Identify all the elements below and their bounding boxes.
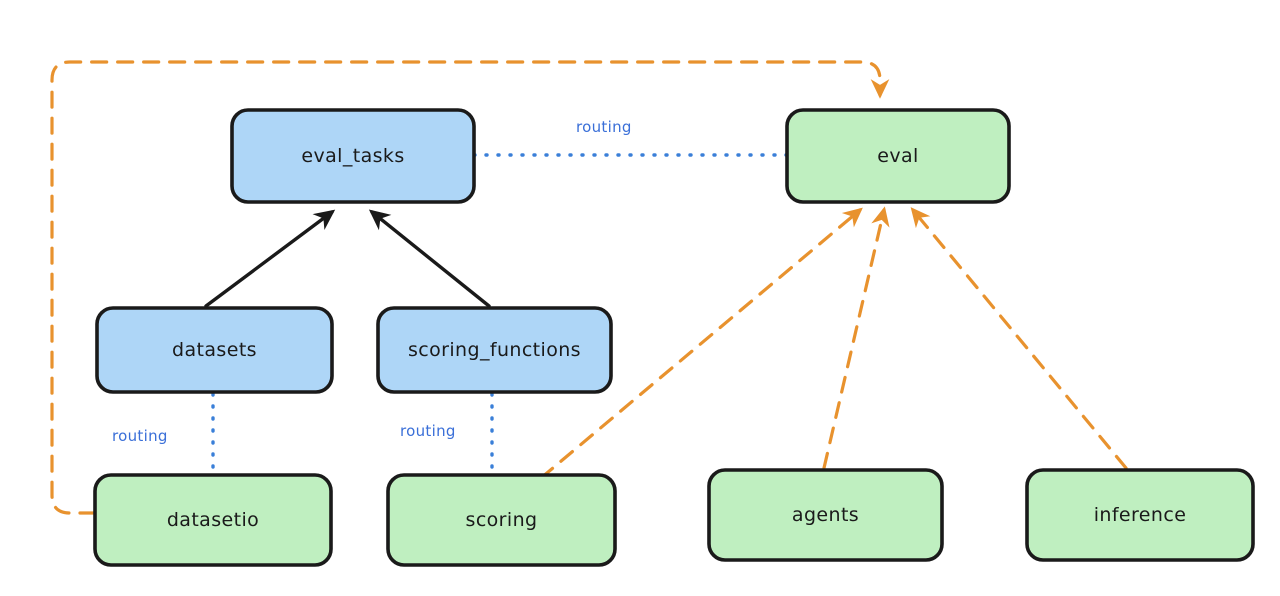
node-inference[interactable] [1025, 468, 1255, 562]
edge-agents-eval [822, 206, 890, 470]
edge-datasets-eval_tasks [204, 209, 336, 308]
node-hit-datasetio[interactable] [95, 475, 331, 565]
node-hit-eval[interactable] [787, 110, 1009, 202]
node-eval_tasks[interactable] [230, 108, 476, 204]
edge-inference-eval [910, 207, 1128, 470]
node-eval[interactable] [785, 108, 1011, 204]
node-hit-inference[interactable] [1027, 470, 1253, 560]
node-agents[interactable] [707, 468, 944, 562]
edge-label-routing-scoring_functions-scoring: routing [400, 422, 456, 440]
edge-datasetio-eval [50, 60, 890, 515]
node-scoring_functions[interactable] [376, 306, 613, 394]
node-hit-eval_tasks[interactable] [232, 110, 474, 202]
node-datasetio[interactable] [93, 473, 333, 567]
edge-label-routing-eval_tasks-eval: routing [576, 118, 632, 136]
node-hit-datasets[interactable] [97, 308, 332, 392]
node-datasets[interactable] [95, 306, 334, 394]
edge-scoring_functions-eval_tasks [368, 209, 491, 308]
edge-label-routing-datasets-datasetio: routing [112, 427, 168, 445]
edge-scoring-eval [539, 207, 863, 480]
node-hit-agents[interactable] [709, 470, 942, 560]
node-scoring[interactable] [386, 473, 617, 567]
node-hit-scoring_functions[interactable] [378, 308, 611, 392]
node-hit-scoring[interactable] [388, 475, 615, 565]
